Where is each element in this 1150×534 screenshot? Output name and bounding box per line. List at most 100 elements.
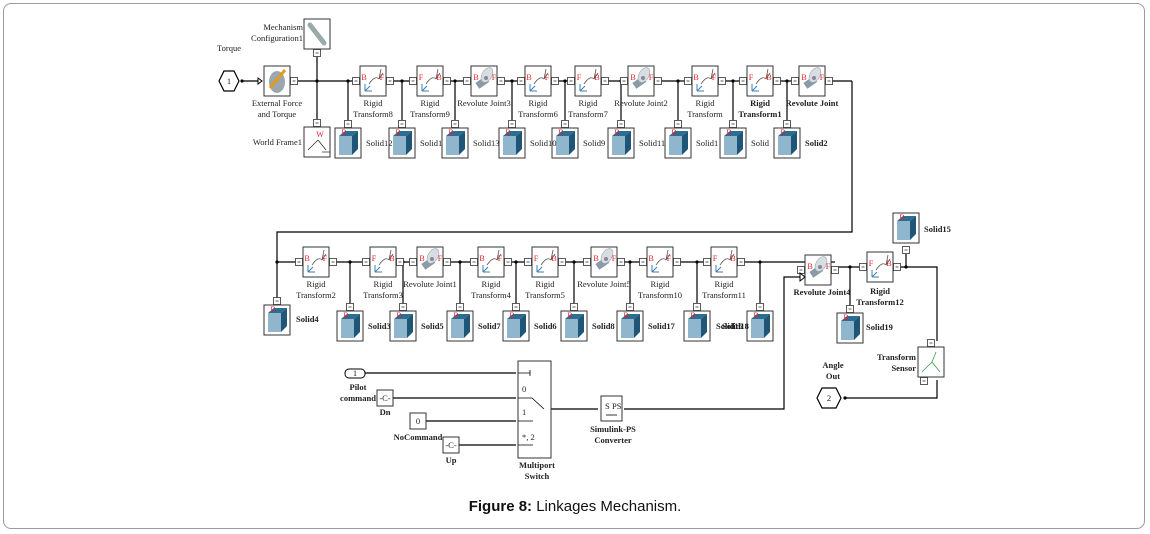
solid-block[interactable]: R <box>498 127 526 159</box>
solid-label: Solid3 <box>368 321 391 331</box>
solid-label: Solid9 <box>583 138 605 148</box>
solid-block[interactable]: R <box>560 310 588 342</box>
frame-axes-icon <box>715 265 723 273</box>
nocommand-constant-block[interactable] <box>409 412 427 430</box>
solid-block[interactable]: R <box>336 310 364 342</box>
solid-block[interactable]: R <box>607 127 635 159</box>
solid-block[interactable]: R <box>502 310 530 342</box>
cube-front-icon <box>669 136 682 155</box>
reference-frame-icon: R <box>395 128 401 137</box>
block-label: Multiport <box>519 460 555 470</box>
solid-block[interactable]: R <box>551 127 579 159</box>
torque-inport[interactable] <box>218 70 240 92</box>
constant-value: 0 <box>416 416 420 426</box>
angle-outport[interactable] <box>816 387 842 409</box>
solid-block[interactable]: R <box>388 127 416 159</box>
solid-label: Solid1 <box>420 138 442 148</box>
solid-block[interactable]: R <box>836 312 864 344</box>
solid-label: Solid8 <box>592 321 615 331</box>
solid-block[interactable]: R <box>334 127 362 159</box>
up-constant-block[interactable] <box>442 436 460 454</box>
reference-frame-icon: R <box>614 128 620 137</box>
solid-block[interactable]: R <box>664 127 692 159</box>
frame-axes-icon <box>536 265 544 273</box>
block-label: Rigid <box>579 98 599 108</box>
frame-axes-icon <box>529 84 537 92</box>
block-label: Revolute Joint5 <box>577 279 631 289</box>
solid-block[interactable]: R <box>773 127 801 159</box>
cube-top-icon <box>669 131 688 136</box>
cube-top-icon <box>841 316 860 321</box>
arrow-icon <box>799 271 806 283</box>
cube-top-icon <box>688 314 707 319</box>
solid-block[interactable]: R <box>683 310 711 342</box>
pilot-inport[interactable] <box>344 368 366 379</box>
port-label: F <box>826 262 831 271</box>
port-label: B <box>766 73 771 82</box>
block-body <box>524 65 552 97</box>
cube-side-icon <box>578 314 584 338</box>
cube-front-icon <box>897 221 910 240</box>
solid-label: Solid6 <box>534 321 557 331</box>
transform-sensor-block[interactable] <box>917 346 945 378</box>
reference-frame-icon: R <box>396 311 402 320</box>
wrench-icon <box>307 22 327 46</box>
cube-top-icon <box>339 131 358 136</box>
transform-arrow-icon <box>719 249 735 266</box>
constant-label: Up <box>446 455 457 465</box>
block-label: Transform6 <box>518 109 558 119</box>
port-label: F <box>419 73 424 82</box>
solid-block[interactable]: R <box>616 310 644 342</box>
transform-arrow-icon <box>540 249 556 266</box>
cube-top-icon <box>778 131 797 136</box>
outport-label: Angle <box>822 360 843 370</box>
block-label: Transform8 <box>353 109 393 119</box>
multiport-switch-block[interactable] <box>517 360 552 459</box>
block-label: Rigid <box>421 98 441 108</box>
block-label: Transform10 <box>638 290 682 300</box>
port-label: B <box>593 254 598 263</box>
port-label: F <box>713 254 718 263</box>
junction-dot <box>628 260 632 264</box>
solid-label: Solid <box>751 138 770 148</box>
world-frame-block[interactable] <box>303 126 331 158</box>
transform-arrow-icon <box>700 68 716 85</box>
cube-side-icon <box>701 314 707 338</box>
block-body <box>531 246 559 278</box>
block-body <box>746 65 774 97</box>
solid-block[interactable]: R <box>389 310 417 342</box>
solid-block[interactable]: R <box>263 304 291 336</box>
solid-block[interactable]: R <box>446 310 474 342</box>
solid-block[interactable]: R <box>719 127 747 159</box>
dn-constant-block[interactable] <box>376 389 394 407</box>
cube-front-icon <box>556 136 569 155</box>
solid-block[interactable]: R <box>746 310 774 342</box>
cube-side-icon <box>854 316 860 340</box>
solid-block[interactable]: R <box>441 127 469 159</box>
constant-value: -C- <box>379 393 391 403</box>
external-force-label: External Force <box>252 98 302 108</box>
cube-front-icon <box>446 136 459 155</box>
solid15-block[interactable]: R <box>892 212 920 244</box>
block-label: Rigid <box>307 279 327 289</box>
